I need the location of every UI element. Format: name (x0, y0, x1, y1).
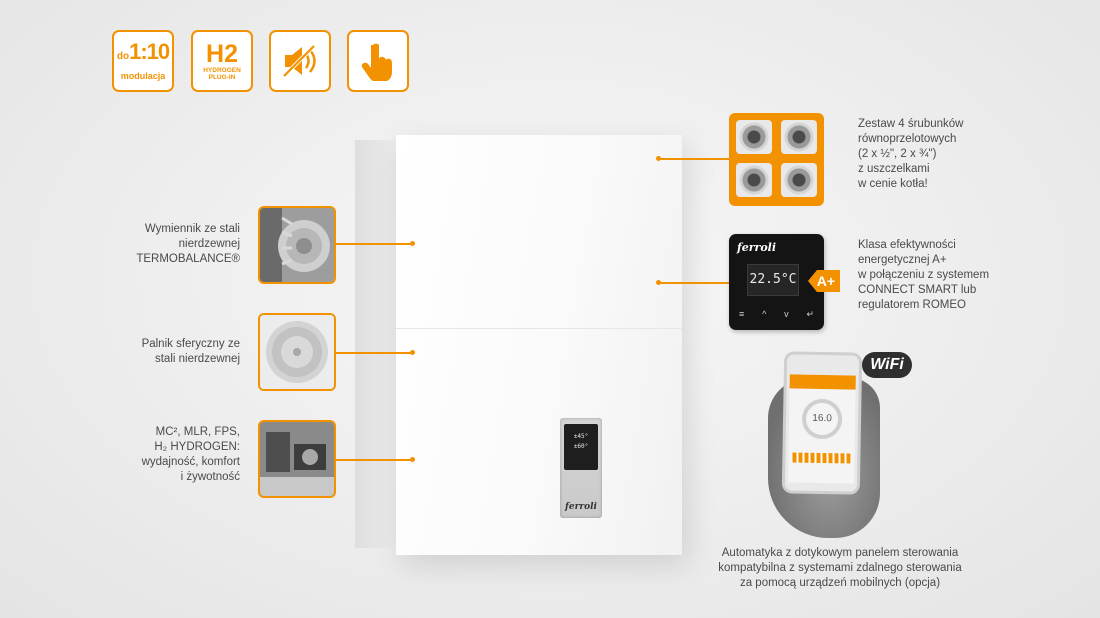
feature-fittings-line3: (2 x ½", 2 x ¾") (858, 148, 937, 160)
hydrogen-line1: HYDROGEN (203, 66, 241, 74)
connector-burner (336, 352, 412, 354)
hydrogen-mark: H2 (206, 39, 238, 68)
up-icon[interactable]: ^ (762, 309, 767, 319)
feature-thermostat-label: Klasa efektywności energetycznej A+ w po… (858, 238, 1038, 313)
modulation-label: modulacja (120, 71, 166, 81)
feature-tech-line1: MC², MLR, FPS, (155, 426, 240, 438)
modulation-ratio: 1:10 (129, 39, 170, 64)
touch-badge (347, 30, 409, 92)
phone-schedule-bar (792, 452, 851, 464)
hydraulic-unit-thumbnail (258, 420, 336, 498)
phone-app-header (789, 374, 856, 390)
feature-burner-line2: stali nierdzewnej (154, 353, 240, 365)
feature-thermostat-line5: regulatorem ROMEO (858, 299, 967, 311)
energy-class-badge: A+ (808, 270, 840, 292)
connector-tech-dot (410, 457, 415, 462)
feature-exchanger-line3: TERMOBALANCE® (136, 253, 240, 265)
modulation-prefix: do (116, 51, 130, 62)
feature-tech-line4: i żywotność (180, 471, 240, 483)
bottom-caption-line2: kompatybilna z systemami zdalnego sterow… (718, 562, 962, 574)
feature-fittings-line4: z uszczelkami (858, 163, 930, 175)
feature-tech-line3: wydajność, komfort (141, 456, 240, 468)
feature-fittings-line1: Zestaw 4 śrubunków (858, 118, 964, 130)
feature-tech-line2: H₂ HYDROGEN: (154, 441, 240, 453)
burner-thumbnail (258, 313, 336, 391)
feature-exchanger-line2: nierdzewnej (178, 238, 240, 250)
enter-icon[interactable]: ↵ (806, 309, 814, 319)
heat-exchanger-thumbnail (258, 206, 336, 284)
connector-tech (336, 459, 412, 461)
menu-icon[interactable]: ≡ (739, 309, 745, 319)
feature-thermostat-line1: Klasa efektywności (858, 239, 956, 251)
connector-thermostat-dot (656, 280, 661, 285)
feature-burner-label: Palnik sferyczny ze stali nierdzewnej (130, 337, 240, 367)
silent-badge (269, 30, 331, 92)
feature-tech-label: MC², MLR, FPS, H₂ HYDROGEN: wydajność, k… (110, 425, 240, 485)
thermostat-buttons: ≡ ^ v ↵ (739, 309, 814, 320)
modulation-badge: do1:10 modulacja (112, 30, 174, 92)
thermostat-display: 22.5°C (747, 264, 799, 296)
feature-burner-line1: Palnik sferyczny ze (141, 338, 240, 350)
fitting-icon (781, 120, 817, 154)
bottom-caption-line3: za pomocą urządzeń mobilnych (opcja) (739, 577, 941, 589)
connector-burner-dot (410, 350, 415, 355)
speaker-muted-icon (282, 44, 316, 78)
bottom-caption: Automatyka z dotykowym panelem sterowani… (690, 546, 990, 591)
heat-exchanger-image (260, 208, 334, 282)
connector-exchanger (336, 243, 412, 245)
feature-fittings-line2: równoprzelotowych (858, 133, 957, 145)
fitting-icon (781, 163, 817, 197)
thermostat-thumbnail: ferroli 22.5°C ≡ ^ v ↵ (729, 234, 824, 330)
smartphone: 16.0 (781, 351, 863, 495)
feature-thermostat-line2: energetycznej A+ (858, 254, 947, 266)
boiler-display-line2: ±60° (573, 443, 589, 450)
connector-thermostat (660, 282, 730, 284)
boiler-front (396, 135, 682, 555)
down-icon[interactable]: v (784, 309, 789, 319)
burner-image (260, 315, 334, 389)
feature-fittings-label: Zestaw 4 śrubunków równoprzelotowych (2 … (858, 117, 1038, 192)
boiler-side-panel (355, 140, 401, 548)
hydraulic-unit-image (260, 422, 334, 496)
connector-fittings (660, 158, 730, 160)
hand-pointer-icon (361, 43, 392, 81)
phone-temperature-dial[interactable]: 16.0 (801, 398, 843, 440)
connector-fittings-dot (656, 156, 661, 161)
feature-fittings-line5: w cenie kotła! (858, 178, 928, 190)
hydrogen-line2: PLUG-IN (208, 73, 236, 81)
feature-thermostat-line3: w połączeniu z systemem (858, 269, 990, 281)
feature-exchanger-line1: Wymiennik ze stali (144, 223, 240, 235)
boiler-display: ±45° ±60° (564, 424, 598, 470)
boiler-control-panel[interactable]: ±45° ±60° ferroli (560, 418, 602, 518)
boiler-display-line1: ±45° (573, 433, 589, 440)
boiler-seam (396, 328, 682, 329)
phone-screen: 16.0 (787, 374, 856, 484)
fittings-thumbnail (729, 113, 824, 206)
connector-exchanger-dot (410, 241, 415, 246)
feature-exchanger-label: Wymiennik ze stali nierdzewnej TERMOBALA… (130, 222, 240, 267)
boiler-brand: ferroli (565, 502, 597, 512)
fitting-icon (736, 120, 772, 154)
wifi-logo: WiFi (862, 352, 912, 378)
feature-thermostat-line4: CONNECT SMART lub (858, 284, 977, 296)
bottom-caption-line1: Automatyka z dotykowym panelem sterowani… (721, 547, 959, 559)
thermostat-brand: ferroli (737, 241, 777, 254)
fitting-icon (736, 163, 772, 197)
